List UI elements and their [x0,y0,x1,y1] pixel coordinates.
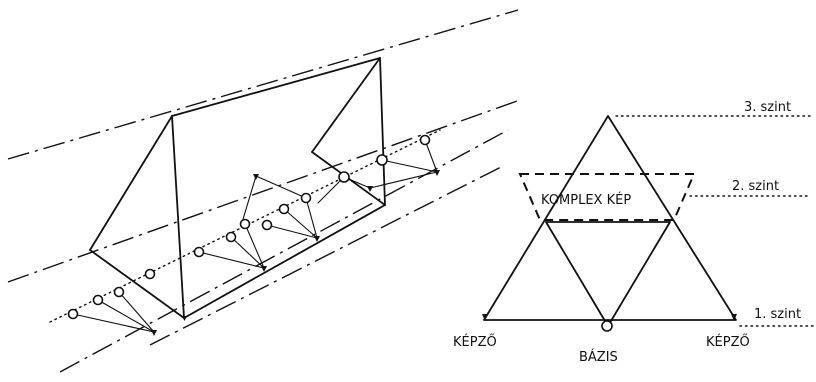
former-left-label: KÉPZŐ [453,334,497,350]
guide-line-middle [7,99,521,283]
complex-image-label: KOMPLEX KÉP [541,192,631,208]
triangle-figure: 3. szint 2. szint 1. szint KOMPLEX KÉP K… [453,100,815,365]
pin-markers [151,170,440,336]
former-left-pin [482,314,488,321]
prism-frame [89,57,386,319]
connector-lines [72,139,438,333]
base-node [601,320,613,332]
level3-label: 3. szint [744,100,791,115]
guide-line-bottom [149,164,506,346]
base-label: BÁZIS [579,349,618,365]
level2-label: 2. szint [732,179,779,194]
outer-triangle [483,115,737,321]
prism-figure [7,9,521,373]
former-right-pin [731,314,737,321]
guide-line-top [7,9,519,160]
guide-line-lower [59,129,509,373]
node-circles [67,134,431,320]
level1-label: 1. szint [754,307,801,322]
former-right-label: KÉPZŐ [706,334,750,350]
inner-subdivisions [545,221,671,327]
